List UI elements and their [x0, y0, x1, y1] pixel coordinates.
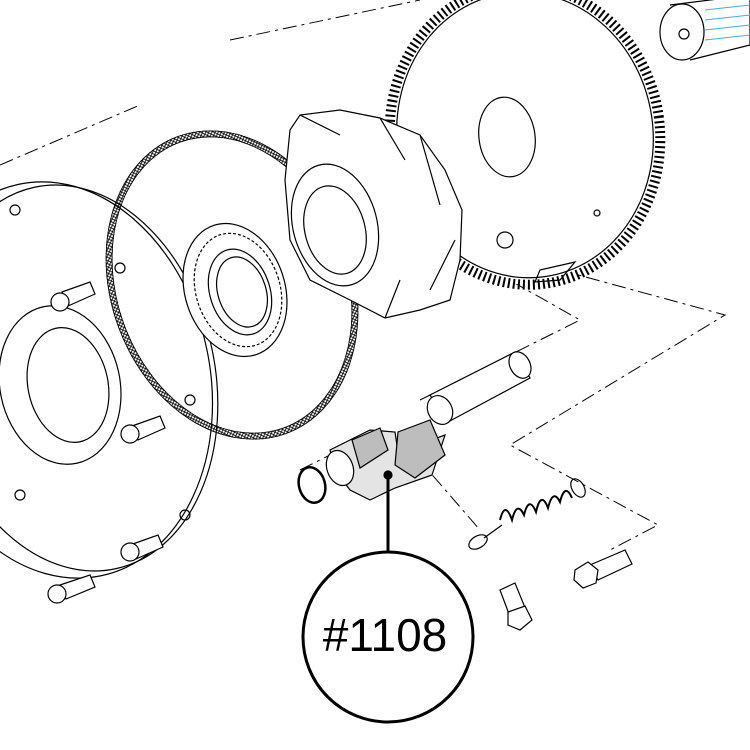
bolt — [120, 534, 164, 562]
bolt — [47, 574, 96, 604]
bolts — [47, 281, 633, 631]
bolt — [573, 549, 633, 589]
circlip — [297, 466, 327, 504]
shaft — [659, 0, 750, 61]
bearing — [182, 222, 288, 358]
callout-part-number: #1108 — [322, 609, 448, 661]
flange-plate — [0, 181, 219, 579]
bolt — [120, 415, 166, 444]
callout — [301, 470, 475, 724]
bolt — [499, 582, 533, 631]
bolt — [50, 281, 96, 312]
pivot-pin — [426, 351, 532, 425]
clutch-hub — [284, 109, 463, 319]
lever-part-1108 — [325, 419, 446, 501]
spring — [468, 478, 586, 550]
